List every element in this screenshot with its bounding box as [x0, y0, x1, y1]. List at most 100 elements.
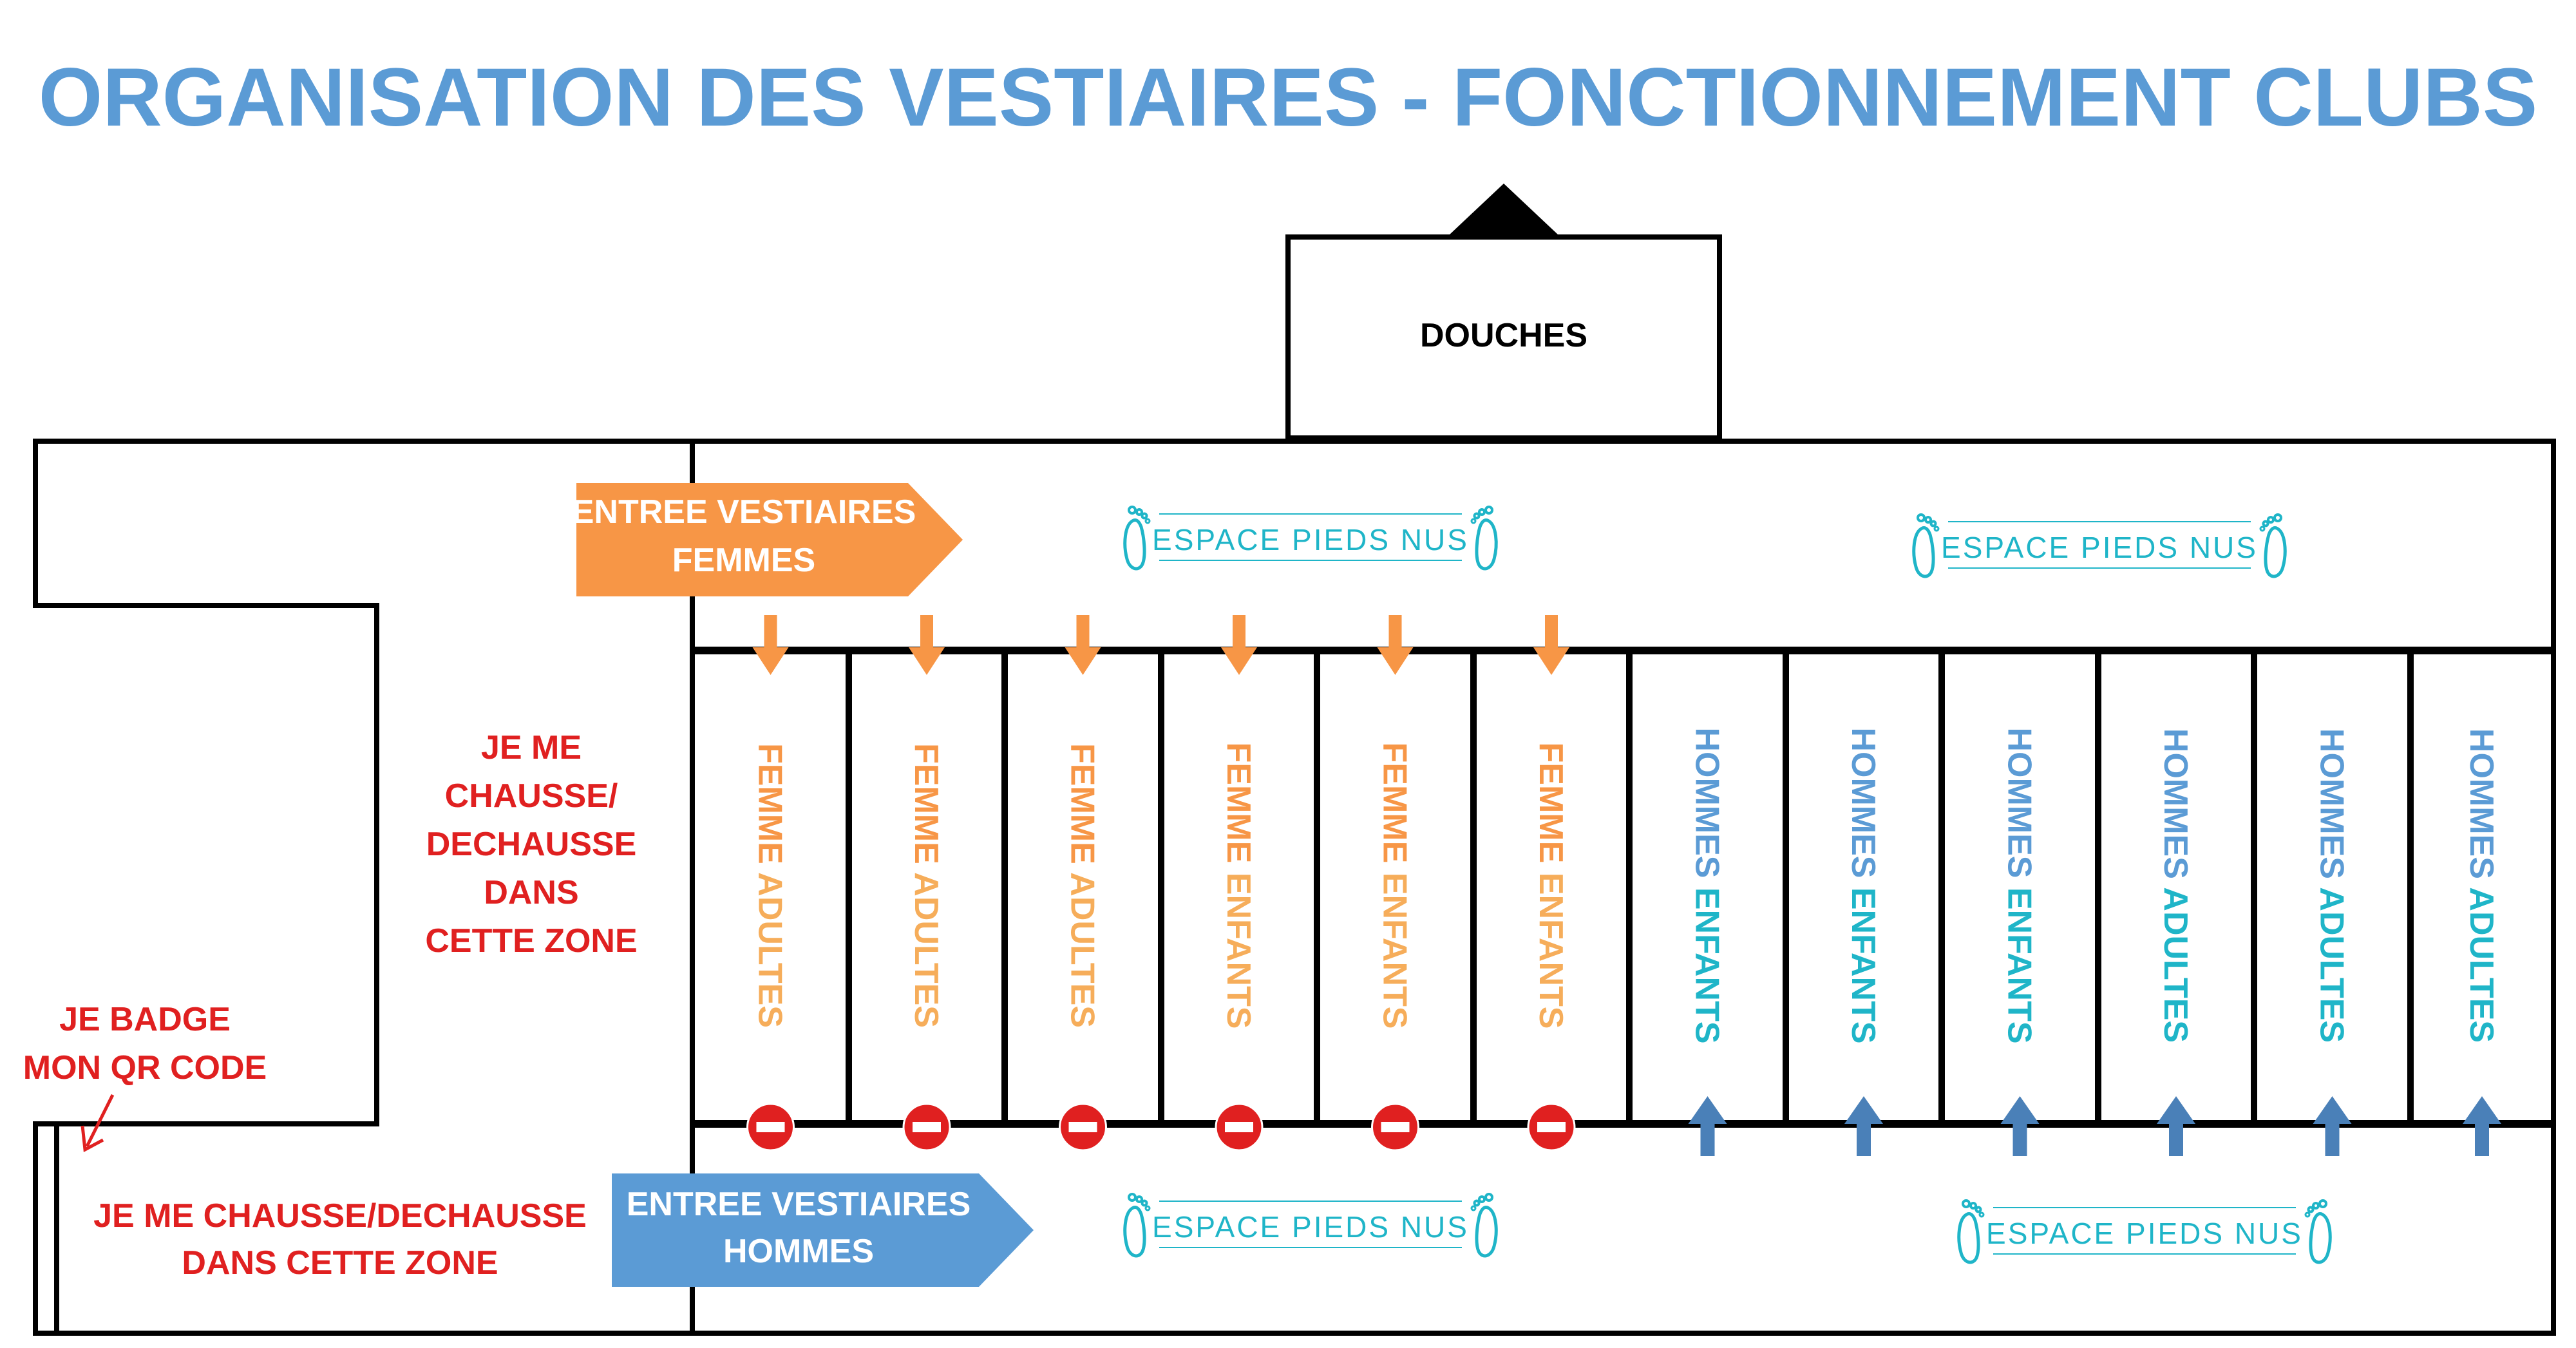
arrow-down-icon — [1377, 615, 1414, 675]
cabin-group: FEMME — [907, 743, 945, 872]
foot-icon — [2260, 515, 2285, 576]
cabin-label: HOMMES ENFANTS — [1844, 727, 1882, 1043]
entree-hommes: ENTREE VESTIAIRES HOMMES — [612, 1173, 1034, 1287]
cabin-group: HOMMES — [1844, 727, 1882, 887]
cabin-walls — [846, 650, 2414, 1124]
arrow-up-icon — [1688, 1096, 1727, 1156]
cabin-label: FEMME ENFANTS — [1532, 743, 1569, 1029]
cabin-group: HOMMES — [2463, 728, 2500, 888]
chausse-upper-line2: CHAUSSE/ — [445, 777, 618, 815]
no-entry-icon — [1371, 1103, 1419, 1152]
cabin-label-text: FEMME ADULTES — [1064, 743, 1101, 1028]
arrow-down-icon — [1533, 615, 1569, 675]
cabin-label: HOMMES ENFANTS — [1689, 727, 1726, 1043]
arrow-up-icon — [2000, 1096, 2040, 1156]
chausse-lower-line2: DANS CETTE ZONE — [182, 1244, 498, 1282]
cabin-label-text: FEMME ENFANTS — [1532, 743, 1569, 1029]
cabin-type: ADULTES — [2463, 887, 2500, 1043]
cabin-label-text: HOMMES ENFANTS — [1689, 727, 1726, 1043]
cabin-label-text: FEMME ADULTES — [907, 743, 945, 1028]
entree-hommes-arrow — [612, 1173, 1034, 1287]
entree-hommes-line1: ENTREE VESTIAIRES — [627, 1186, 971, 1223]
chausse-upper-line5: CETTE ZONE — [425, 922, 637, 960]
douches-room: DOUCHES — [1285, 184, 1722, 441]
chausse-zone-lower: JE ME CHAUSSE/DECHAUSSE DANS CETTE ZONE — [93, 1197, 587, 1282]
page-title: ORGANISATION DES VESTIAIRES - FONCTIONNE… — [39, 52, 2537, 144]
espace-label: ESPACE PIEDS NUS — [1986, 1217, 2303, 1250]
entree-hommes-line2: HOMMES — [723, 1233, 874, 1270]
arrow-up-icon — [2157, 1096, 2195, 1156]
cabin-group: HOMMES — [2313, 728, 2351, 888]
cabin-type: ENFANTS — [1844, 888, 1882, 1044]
cabin-label-text: HOMMES ADULTES — [2313, 728, 2351, 1043]
cabin-group: FEMME — [1532, 743, 1569, 873]
cabin-label: FEMME ENFANTS — [1376, 743, 1414, 1029]
cabin-group: FEMME — [1064, 743, 1101, 872]
foot-icon — [1472, 1194, 1496, 1256]
cabin-type: ADULTES — [1064, 872, 1101, 1028]
cabin-label-text: FEMME ADULTES — [752, 743, 789, 1028]
espaces-pieds-nus: ESPACE PIEDS NUS ESPACE PIEDS NUS ESPACE P… — [1125, 507, 2330, 1262]
arrow-down-icon — [752, 615, 789, 675]
espace-pieds-nus: ESPACE PIEDS NUS — [1125, 507, 1496, 569]
espace-label: ESPACE PIEDS NUS — [1941, 531, 2258, 564]
arrow-down-icon — [909, 615, 945, 675]
entree-femmes: ENTREE VESTIAIRES FEMMES — [572, 483, 963, 596]
arrow-down-icon — [1065, 615, 1101, 675]
no-entry-icon — [746, 1103, 795, 1152]
cabin-type: ENFANTS — [1220, 873, 1257, 1029]
badge-line1: JE BADGE — [59, 1001, 231, 1038]
arrow-down-icon — [1221, 615, 1257, 675]
cabin-type: ADULTES — [2313, 887, 2351, 1043]
arrow-up-icon — [2313, 1096, 2352, 1156]
chausse-upper-line4: DANS — [484, 874, 578, 911]
cabin-group: HOMMES — [2157, 728, 2194, 888]
chausse-lower-line1: JE ME CHAUSSE/DECHAUSSE — [93, 1197, 587, 1235]
cabin-type: ENFANTS — [2001, 888, 2038, 1044]
cabin-label: HOMMES ENFANTS — [2001, 727, 2038, 1043]
cabin-label: HOMMES ADULTES — [2157, 728, 2194, 1043]
chausse-upper-line3: DECHAUSSE — [426, 826, 637, 863]
foot-icon — [1125, 1194, 1150, 1256]
cabin-type: ENFANTS — [1376, 873, 1414, 1029]
espace-pieds-nus: ESPACE PIEDS NUS — [1125, 1194, 1496, 1256]
cabin-type: ADULTES — [752, 872, 789, 1028]
cabin-label: FEMME ENFANTS — [1220, 743, 1257, 1029]
espace-label: ESPACE PIEDS NUS — [1152, 523, 1469, 556]
cabin-label-text: FEMME ENFANTS — [1376, 743, 1414, 1029]
cabin-label-text: HOMMES ENFANTS — [2001, 727, 2038, 1043]
no-entry-icon — [1059, 1103, 1107, 1152]
espace-pieds-nus: ESPACE PIEDS NUS — [1914, 515, 2285, 576]
espace-label: ESPACE PIEDS NUS — [1152, 1210, 1469, 1244]
douches-roof-icon — [1449, 184, 1558, 235]
arrow-up-icon — [1844, 1096, 1883, 1156]
cabin-type: ADULTES — [2157, 887, 2194, 1043]
cabin-group: FEMME — [1376, 743, 1414, 873]
foot-icon — [1472, 507, 1496, 569]
chausse-zone-upper: JE ME CHAUSSE/ DECHAUSSE DANS CETTE ZONE — [425, 729, 637, 960]
cabin-label: HOMMES ADULTES — [2313, 728, 2351, 1043]
cabin-group: FEMME — [752, 743, 789, 872]
cabin-label: HOMMES ADULTES — [2463, 728, 2500, 1043]
douches-label: DOUCHES — [1420, 317, 1587, 354]
badge-arrow-icon — [80, 1094, 115, 1152]
no-entry-icon — [1527, 1103, 1576, 1152]
cabin-label-text: FEMME ENFANTS — [1220, 743, 1257, 1029]
cabin-type: ADULTES — [907, 872, 945, 1028]
foot-icon — [1125, 507, 1150, 569]
cabin-label: FEMME ADULTES — [752, 743, 789, 1028]
cabin-label: FEMME ADULTES — [1064, 743, 1101, 1028]
cabin-type: ENFANTS — [1689, 888, 1726, 1044]
entree-femmes-line2: FEMMES — [672, 542, 815, 579]
cabin-label-text: HOMMES ENFANTS — [1844, 727, 1882, 1043]
badge-qr: JE BADGE MON QR CODE — [23, 1001, 267, 1152]
chausse-upper-line1: JE ME — [481, 729, 582, 766]
entree-femmes-arrow — [576, 483, 963, 596]
cabin-group: HOMMES — [1689, 727, 1726, 887]
cabin-label: FEMME ADULTES — [907, 743, 945, 1028]
no-entry-icon — [902, 1103, 951, 1152]
espace-pieds-nus: ESPACE PIEDS NUS — [1959, 1201, 2330, 1262]
foot-icon — [2306, 1201, 2330, 1262]
